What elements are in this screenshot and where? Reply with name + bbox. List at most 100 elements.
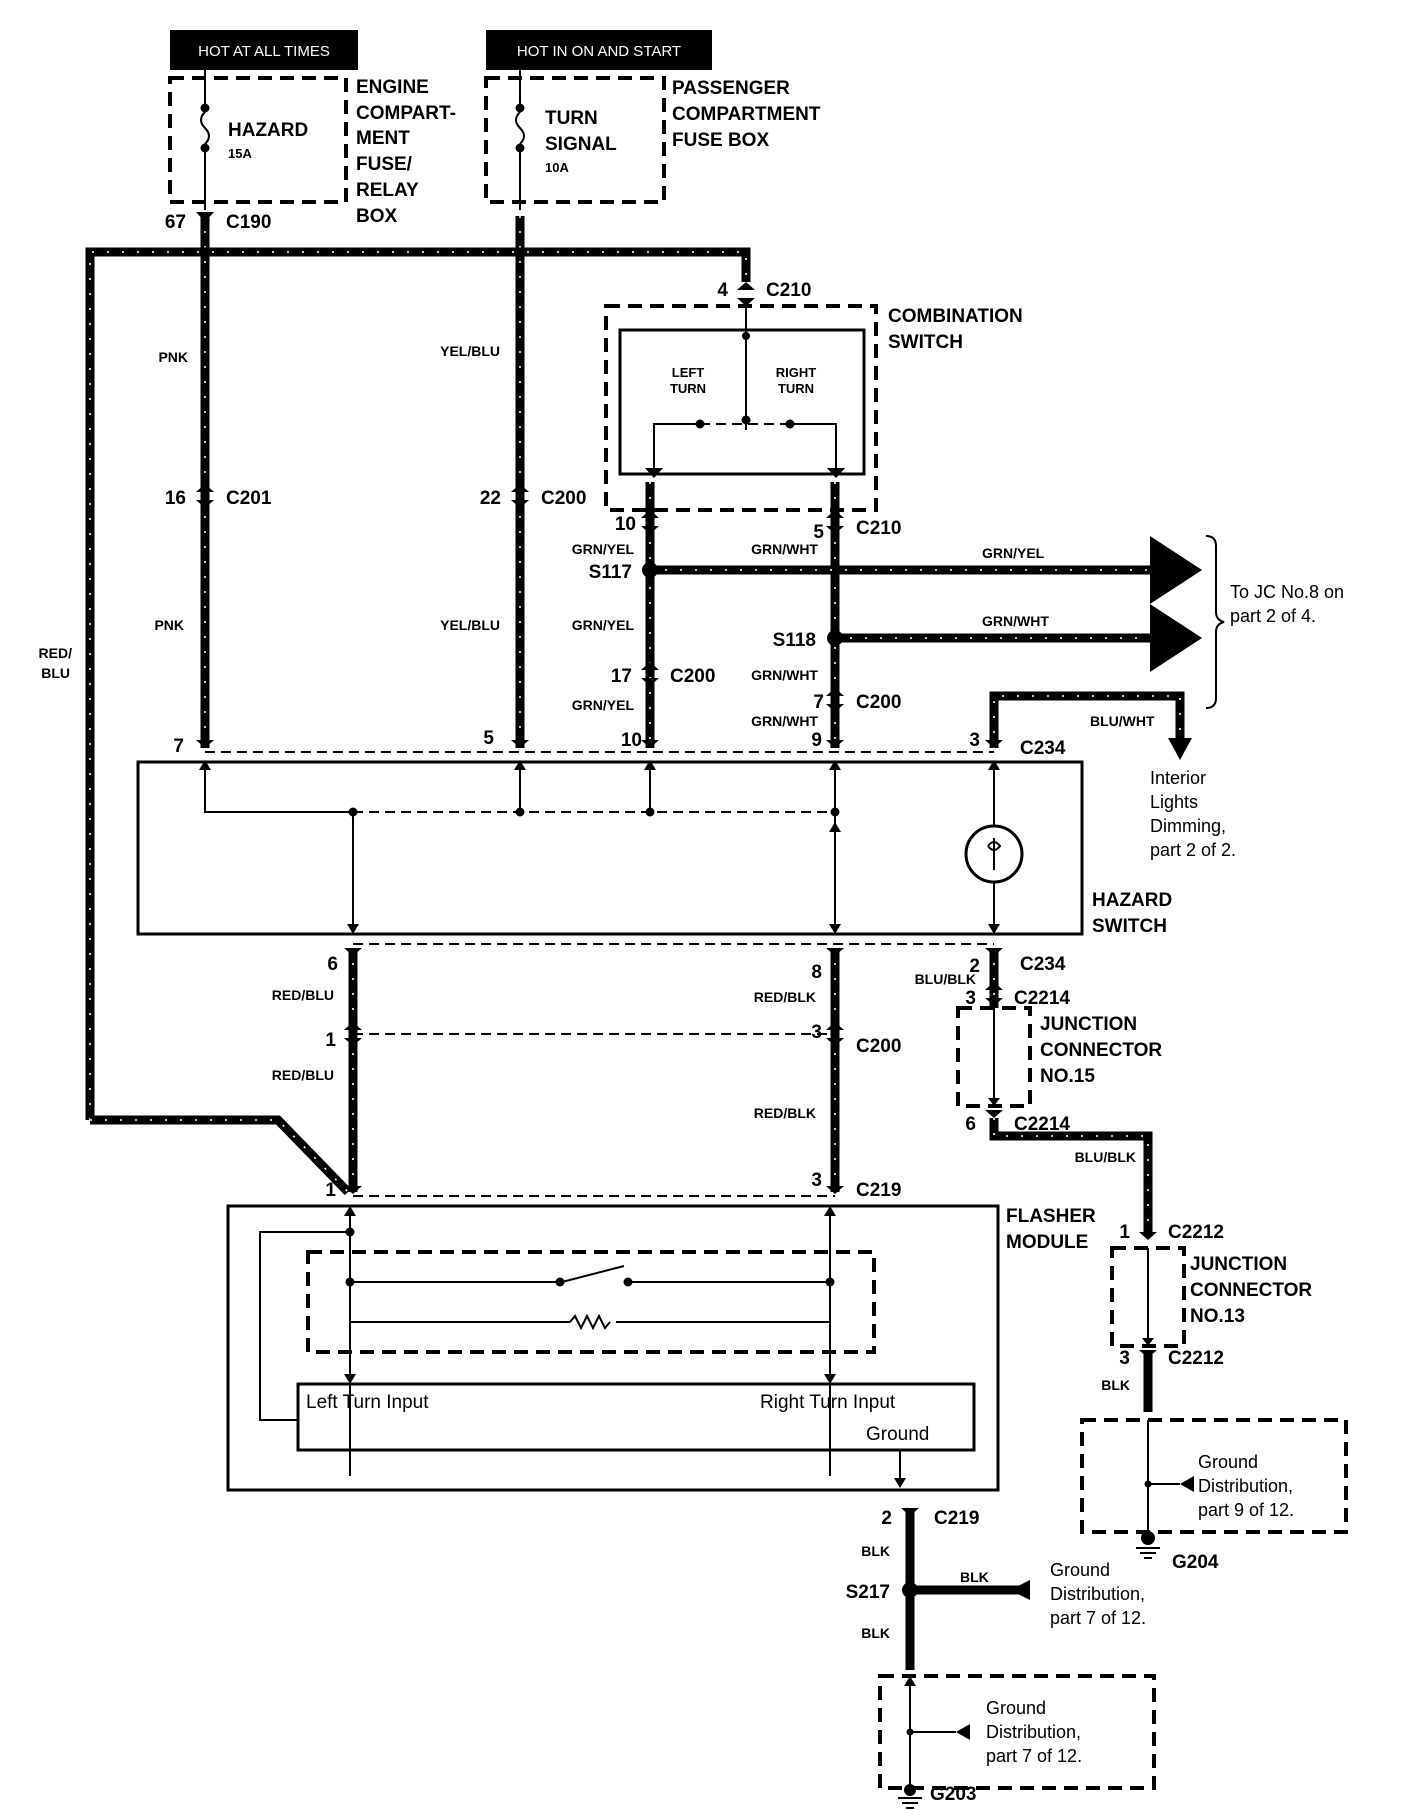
hazard-fuse-rating: 15A (228, 146, 252, 161)
svg-text:3: 3 (965, 988, 976, 1009)
svg-text:GRN/YEL: GRN/YEL (572, 617, 635, 633)
svg-text:2: 2 (881, 1508, 892, 1529)
hazard-fuse-name: HAZARD (228, 120, 308, 141)
combination-switch: LEFT TURN RIGHT TURN COMBINATION SWITCH (604, 304, 1023, 512)
svg-text:C201: C201 (226, 488, 272, 509)
offpage-connector-b: B (1150, 604, 1202, 672)
pin-numbers: 67 16 22 4 10 5 17 7 7 5 10 9 3 6 8 2 3 … (165, 212, 1131, 1529)
svg-text:BLK: BLK (960, 1569, 989, 1585)
hot-at-all-times-label: HOT AT ALL TIMES (170, 30, 358, 70)
svg-text:JUNCTION: JUNCTION (1190, 1254, 1287, 1275)
svg-text:5: 5 (483, 728, 494, 749)
svg-text:7: 7 (173, 736, 184, 757)
svg-text:HAZARD: HAZARD (1092, 890, 1172, 911)
svg-text:RED/BLK: RED/BLK (754, 1105, 816, 1121)
svg-text:C234: C234 (1020, 738, 1066, 759)
svg-text:7: 7 (813, 692, 824, 713)
svg-text:TURN: TURN (778, 381, 814, 396)
offpage-connector-a: A (1150, 536, 1202, 604)
turn-signal-fuse-name-1: TURN (545, 108, 598, 129)
ground-distribution-7a: Ground Distribution, part 7 of 12. (1010, 1560, 1146, 1628)
svg-text:C200: C200 (856, 1036, 901, 1057)
svg-text:5: 5 (813, 522, 824, 543)
junction-connector-15: JUNCTION CONNECTOR NO.15 (956, 1006, 1162, 1108)
svg-text:RED/BLK: RED/BLK (754, 989, 816, 1005)
svg-text:GRN/YEL: GRN/YEL (572, 541, 635, 557)
svg-text:Distribution,: Distribution, (1198, 1476, 1293, 1496)
svg-text:JUNCTION: JUNCTION (1040, 1014, 1137, 1035)
svg-text:S117: S117 (589, 562, 632, 583)
svg-text:RED/: RED/ (39, 645, 73, 661)
ground-distribution-9: Ground Distribution, part 9 of 12. (1080, 1418, 1348, 1559)
svg-text:C2214: C2214 (1014, 1114, 1070, 1135)
svg-text:Distribution,: Distribution, (986, 1722, 1081, 1742)
svg-text:C200: C200 (856, 692, 901, 713)
engine-compartment-fuse-box: HAZARD 15A ENGINE COMPART- MENT FUSE/ RE… (168, 70, 456, 227)
ground-distribution-7b: Ground Distribution, part 7 of 12. (878, 1674, 1156, 1809)
svg-text:G203: G203 (930, 1784, 976, 1805)
svg-text:PASSENGER: PASSENGER (672, 78, 790, 99)
svg-text:C219: C219 (856, 1180, 901, 1201)
svg-text:SWITCH: SWITCH (1092, 916, 1167, 937)
svg-text:RIGHT: RIGHT (776, 365, 817, 380)
svg-text:S118: S118 (773, 630, 816, 651)
splice-labels: S117 S118 S217 G204 G203 (589, 562, 1219, 1805)
svg-text:3: 3 (811, 1170, 822, 1191)
svg-text:GRN/WHT: GRN/WHT (751, 667, 818, 683)
junction-connector-13: JUNCTION CONNECTOR NO.13 (1110, 1246, 1312, 1348)
svg-text:2: 2 (969, 956, 980, 977)
svg-text:BLU/BLK: BLU/BLK (915, 971, 976, 987)
turn-signal-fuse-name-2: SIGNAL (545, 134, 617, 155)
svg-text:C2212: C2212 (1168, 1222, 1224, 1243)
svg-text:Distribution,: Distribution, (1050, 1584, 1145, 1604)
svg-text:1: 1 (1119, 1222, 1130, 1243)
svg-text:A: A (1166, 558, 1182, 585)
svg-text:22: 22 (480, 488, 501, 509)
passenger-compartment-fuse-box: TURN SIGNAL 10A PASSENGER COMPARTMENT FU… (484, 70, 821, 210)
to-jc-note: To JC No.8 on part 2 of 4. (1205, 535, 1344, 709)
svg-text:SWITCH: SWITCH (888, 332, 963, 353)
svg-text:LEFT: LEFT (672, 365, 705, 380)
svg-text:part 2 of 4.: part 2 of 4. (1230, 606, 1316, 626)
svg-text:FUSE BOX: FUSE BOX (672, 130, 769, 151)
svg-text:C234: C234 (1020, 954, 1066, 975)
wire-color-labels: PNK PNK YEL/BLU YEL/BLU RED/ BLU GRN/YEL… (39, 343, 1155, 1641)
svg-text:CONNECTOR: CONNECTOR (1040, 1040, 1162, 1061)
svg-text:67: 67 (165, 212, 186, 233)
svg-text:10: 10 (621, 730, 642, 751)
svg-text:BLU/BLK: BLU/BLK (1075, 1149, 1136, 1165)
svg-text:BLU/WHT: BLU/WHT (1090, 713, 1155, 729)
svg-text:BLK: BLK (861, 1543, 890, 1559)
svg-text:HOT IN ON AND START: HOT IN ON AND START (517, 43, 681, 60)
svg-text:9: 9 (811, 730, 822, 751)
interior-lights-note: Interior Lights Dimming, part 2 of 2. (1150, 738, 1236, 860)
hot-in-on-and-start-label: HOT IN ON AND START (486, 30, 712, 70)
svg-text:6: 6 (965, 1114, 976, 1135)
svg-text:Ground: Ground (1198, 1452, 1258, 1472)
svg-text:Ground: Ground (866, 1424, 929, 1445)
svg-text:Ground: Ground (986, 1698, 1046, 1718)
svg-text:3: 3 (811, 1022, 822, 1043)
svg-text:BLK: BLK (861, 1625, 890, 1641)
svg-text:CONNECTOR: CONNECTOR (1190, 1280, 1312, 1301)
svg-text:Dimming,: Dimming, (1150, 816, 1226, 836)
svg-text:YEL/BLU: YEL/BLU (440, 343, 500, 359)
svg-text:Ground: Ground (1050, 1560, 1110, 1580)
wires (85, 216, 1185, 1670)
svg-text:FLASHER: FLASHER (1006, 1206, 1096, 1227)
svg-text:3: 3 (1119, 1348, 1130, 1369)
svg-text:NO.13: NO.13 (1190, 1306, 1245, 1327)
turn-signal-fuse-rating: 10A (545, 160, 569, 175)
svg-text:PNK: PNK (154, 617, 184, 633)
svg-text:YEL/BLU: YEL/BLU (440, 617, 500, 633)
flasher-module: Left Turn Input Right Turn Input Ground … (226, 1195, 1096, 1492)
svg-text:RED/BLU: RED/BLU (272, 1067, 334, 1083)
connector-glyphs (196, 212, 1157, 1516)
svg-text:C2212: C2212 (1168, 1348, 1224, 1369)
svg-text:part 7 of 12.: part 7 of 12. (986, 1746, 1082, 1766)
svg-text:part 7 of 12.: part 7 of 12. (1050, 1608, 1146, 1628)
connector-names: C190 C201 C200 C210 C210 C200 C200 C234 … (226, 212, 1224, 1529)
svg-text:16: 16 (165, 488, 186, 509)
svg-text:HOT AT ALL TIMES: HOT AT ALL TIMES (198, 43, 330, 60)
